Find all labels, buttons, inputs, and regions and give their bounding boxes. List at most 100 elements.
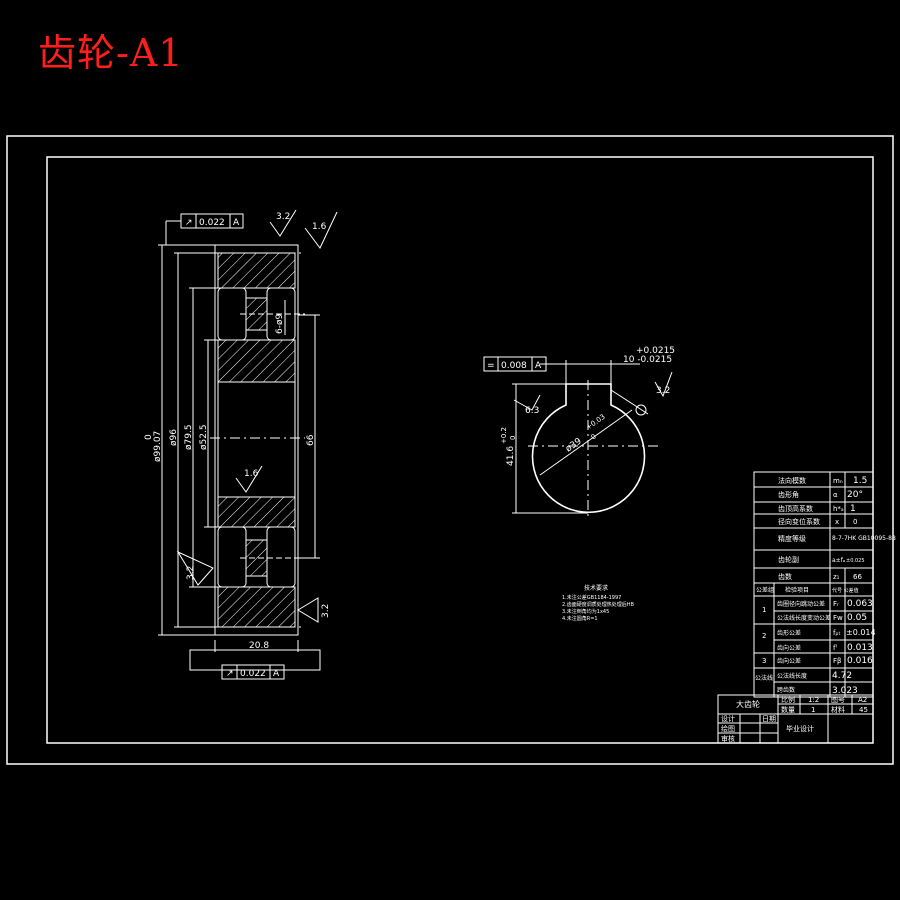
param-5-name: 齿轮副: [778, 555, 799, 564]
param-6-val: 66: [853, 573, 862, 581]
depth-dim: 41.6: [506, 446, 516, 466]
scale-value: 1:2: [808, 696, 819, 704]
param-0-sym: mₙ: [833, 477, 843, 485]
param-6-name: 齿数: [778, 572, 792, 581]
side-view: [483, 356, 673, 520]
notes-line-2: 2.齿面硬度调质处理热处理后HB: [562, 601, 635, 608]
param-11-sym: fᶠ: [833, 644, 838, 652]
param-3-sym: x: [835, 518, 839, 526]
title-block-text: 大齿轮 比例 1:2 图号 A2 数量 1 材料 45 设计 绘图 审核 日期 …: [721, 695, 868, 743]
notes-line-1: 1.未注公差GB1184-1997: [562, 594, 621, 601]
roughness-mid: 1.6: [244, 469, 259, 479]
param-2-sym: h*ₐ: [833, 505, 844, 513]
qty-value: 1: [811, 706, 815, 714]
param-9-name: 公法线长度变动公差: [777, 614, 831, 622]
bore-outline: [531, 383, 646, 513]
roughness-top-2: 1.6: [312, 222, 327, 232]
material-value: 45: [859, 706, 868, 714]
param-7-sym: 检验项目: [785, 586, 809, 594]
param-4-name: 精度等级: [778, 534, 806, 543]
roughness-right: 3.2: [321, 604, 331, 618]
param-0-name: 法向模数: [778, 476, 806, 485]
dim-66: 66: [306, 434, 316, 446]
param-10-group: 2: [762, 632, 766, 640]
qty-label: 数量: [781, 705, 795, 714]
outer-border: [6, 135, 894, 765]
param-5-sym: a±fₐ: [832, 557, 845, 564]
gdt-top-value: 0.022: [199, 218, 225, 228]
notes-line-4: 4.未注圆角R=1: [562, 615, 598, 622]
param-13-group: 公法线: [755, 674, 773, 682]
material-label: 材料: [831, 705, 845, 714]
roughness-key: 3.2: [656, 386, 670, 396]
roughness-left: 3.2: [186, 566, 196, 580]
notes-line-3: 3.未注倒角均为1x45: [562, 608, 609, 615]
drawing-no: A2: [858, 696, 867, 704]
param-0-val: 1.5: [853, 476, 867, 486]
param-14-name: 跨齿数: [777, 686, 795, 694]
param-4-sym: 8-7-7HK GB10095-88: [832, 535, 896, 542]
param-7-val: 代号 公差值: [832, 587, 859, 594]
param-12-val: 0.016: [847, 656, 873, 666]
gdt-top-symbol: ↗: [185, 218, 193, 228]
param-3-name: 径向变位系数: [778, 517, 820, 526]
param-12-sym: Fβ: [833, 657, 842, 665]
scale-label: 比例: [781, 695, 795, 704]
review-label: 审核: [721, 734, 735, 743]
param-12-name: 齿向公差: [777, 657, 801, 665]
depth-tol-upper: +0.2: [500, 427, 508, 444]
drawer-label: 绘图: [721, 724, 735, 733]
technical-notes: 技术要求 1.未注公差GB1184-1997 2.齿面硬度调质处理热处理后HB …: [562, 584, 635, 622]
drawing-no-label: 图号: [831, 696, 845, 704]
param-10-sym: fₚₜ: [833, 629, 841, 637]
param-12-group: 3: [762, 657, 766, 665]
param-8-name: 齿圈径向跳动公差: [777, 600, 825, 608]
param-8-sym: Fᵣ: [833, 600, 839, 608]
notes-title: 技术要求: [584, 584, 608, 592]
dim-holes: 6-ø9: [275, 314, 285, 334]
inner-border: [46, 156, 874, 744]
param-8-val: 0.063: [847, 599, 873, 609]
key-width: 10 -0.0215: [623, 355, 672, 365]
dim-79-5: ø79.5: [184, 424, 194, 450]
param-13-name: 公法线长度: [777, 672, 807, 680]
parameter-table: [753, 471, 874, 698]
param-1-sym: α: [833, 491, 838, 499]
bore-tol-low: 0: [590, 433, 598, 442]
param-10-val: ±0.014: [846, 628, 876, 637]
param-14-val: 3.023: [832, 686, 858, 696]
param-8-group: 1: [762, 606, 766, 614]
dim-96: ø96: [169, 429, 179, 446]
dim-outer-tol: 0: [144, 434, 154, 440]
depth-tol-lower: 0: [509, 436, 517, 440]
side-gdt-datum: A: [535, 361, 542, 371]
param-7-name: 公差组: [756, 586, 774, 594]
gdt-bottom-datum: A: [273, 669, 280, 679]
param-6-sym: z₁: [833, 573, 840, 581]
bore-dim: ø39: [564, 436, 584, 454]
param-5-val: ±0.025: [846, 558, 865, 564]
side-gdt-symbol: =: [487, 361, 495, 371]
param-9-sym: Fw: [833, 614, 843, 622]
key-width-tol-upper: +0.0215: [636, 346, 675, 356]
roughness-top-1: 3.2: [276, 212, 290, 222]
param-9-val: 0.05: [847, 613, 867, 623]
param-2-val: 1: [850, 504, 856, 514]
side-gdt-value: 0.008: [501, 361, 527, 371]
part-name: 大齿轮: [736, 699, 760, 709]
parameter-table-text: 法向模数 mₙ 1.5 齿形角 α 20° 齿顶高系数 h*ₐ 1 径向变位系数…: [755, 476, 896, 696]
front-view-section: [158, 209, 338, 680]
param-1-val: 20°: [847, 490, 863, 500]
dim-52-5: ø52.5: [199, 424, 209, 450]
gdt-bottom-symbol: ↗: [226, 669, 234, 679]
dim-width: 20.8: [249, 641, 269, 651]
designer-label: 设计: [721, 714, 735, 723]
param-11-name: 齿向公差: [777, 644, 801, 652]
drawing-title: 齿轮-A1: [38, 31, 184, 75]
front-view-text: ↗ 0.022 A ↗ 0.022 A 3.2 1.6 1.6 3.2 3.2 …: [144, 212, 331, 679]
param-1-name: 齿形角: [778, 490, 799, 499]
date-label: 日期: [762, 715, 776, 723]
dim-outer: ø99.07: [153, 431, 163, 462]
param-2-name: 齿顶高系数: [778, 504, 813, 513]
